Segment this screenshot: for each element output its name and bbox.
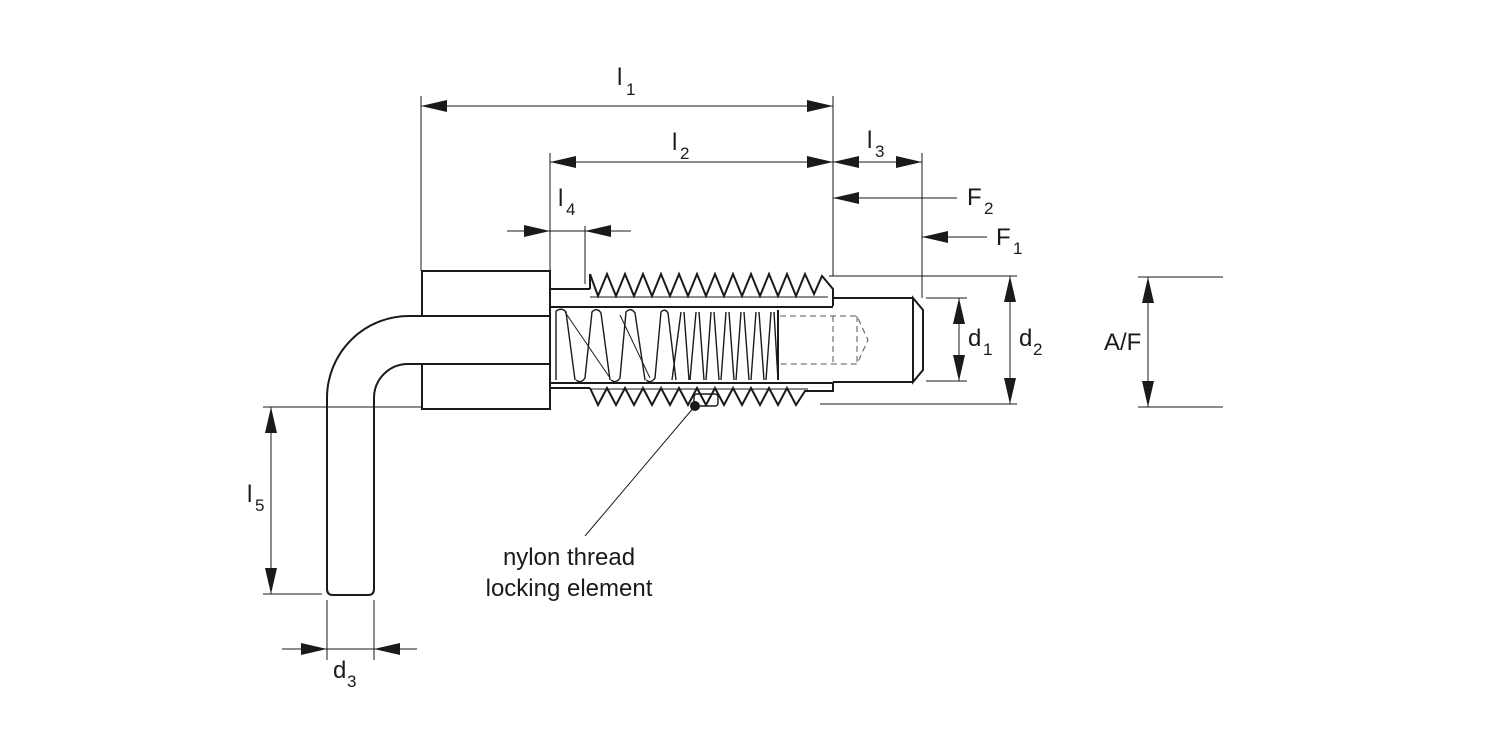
- hex-collar: [421, 270, 551, 410]
- label-l3-main: l: [867, 127, 872, 154]
- dimension-d2: d 2: [1004, 276, 1042, 404]
- dimension-l2: l 2: [550, 129, 833, 168]
- label-F1-sub: 1: [1013, 239, 1022, 258]
- label-F2-sub: 2: [984, 199, 993, 218]
- label-l3-sub: 3: [875, 142, 884, 161]
- hidden-plunger-outline: [780, 315, 869, 365]
- label-F1-main: F: [996, 224, 1011, 251]
- force-F2: F 2: [833, 184, 993, 218]
- compression-spring: [555, 308, 779, 383]
- dimension-af: A/F: [1104, 277, 1154, 407]
- label-l4-main: l: [558, 185, 563, 212]
- nylon-locking-element: [584, 393, 719, 537]
- label-d1-main: d: [968, 325, 981, 352]
- label-d2-sub: 2: [1033, 340, 1042, 359]
- dimension-l5: l 5: [247, 407, 277, 594]
- plunger-pin: [833, 295, 924, 385]
- dimension-l3: l 3: [833, 127, 922, 168]
- label-l4-sub: 4: [566, 200, 575, 219]
- dimension-d3: d 3: [282, 643, 417, 691]
- annotation-line-1: nylon thread: [503, 544, 635, 571]
- label-l5-main: l: [247, 481, 252, 508]
- label-l1-main: l: [617, 64, 622, 91]
- annotation-nylon: nylon thread locking element: [486, 544, 653, 602]
- label-F2-main: F: [967, 184, 982, 211]
- label-l2-main: l: [672, 129, 677, 156]
- extension-lines: [263, 96, 1223, 660]
- label-d3-sub: 3: [347, 672, 356, 691]
- force-F1: F 1: [922, 224, 1022, 258]
- label-af: A/F: [1104, 329, 1141, 356]
- label-l1-sub: 1: [626, 80, 635, 99]
- dimension-d1: d 1: [953, 298, 992, 381]
- label-d3-main: d: [333, 657, 346, 684]
- dimension-l4: l 4: [507, 185, 631, 237]
- label-l2-sub: 2: [680, 144, 689, 163]
- label-l5-sub: 5: [255, 496, 264, 515]
- annotation-line-2: locking element: [486, 575, 653, 602]
- label-d1-sub: 1: [983, 340, 992, 359]
- label-d2-main: d: [1019, 325, 1032, 352]
- dimension-l1: l 1: [421, 64, 833, 112]
- threaded-body: [550, 271, 834, 408]
- bent-handle: [326, 314, 422, 596]
